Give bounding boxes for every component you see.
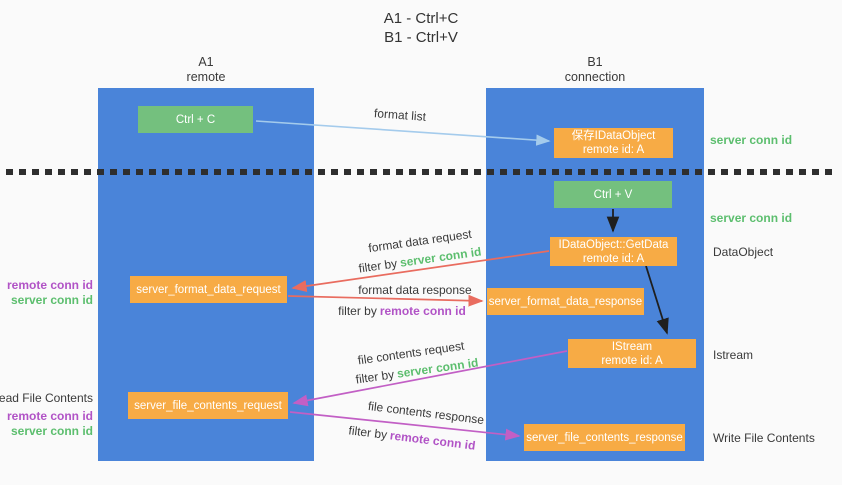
title-line-2: B1 - Ctrl+V	[384, 29, 458, 46]
annotation-read-file-contents: Read File Contents	[0, 391, 93, 405]
filter-by-prefix: filter by	[338, 304, 377, 318]
lane-header-b1: B1 connection	[486, 55, 704, 85]
lane-b1-subtitle: connection	[564, 70, 626, 84]
annotation-write-file-contents: Write File Contents	[713, 431, 815, 445]
title-line-1: A1 - Ctrl+C	[383, 10, 459, 27]
format-data-response-text: format data response	[358, 283, 472, 297]
node-save-idataobject-line1: 保存IDataObject	[571, 130, 656, 142]
node-idataobject-getdata: IDataObject::GetData remote id: A	[550, 237, 677, 266]
format-list-text: format list	[373, 106, 427, 124]
edge-filter-file-response: filter byremote conn id	[348, 423, 476, 452]
node-server-file-contents-request-label: server_file_contents_request	[134, 399, 282, 412]
file-contents-response-text: file contents response	[367, 398, 485, 428]
annotation-remote-conn-id-format: remote conn id	[6, 278, 93, 292]
annotation-server-conn-id-file: server conn id	[10, 424, 93, 438]
lane-a1-subtitle: remote	[186, 70, 226, 84]
node-save-idataobject-line2: remote id: A	[582, 144, 645, 156]
edge-label-format-list: format list	[374, 106, 427, 124]
diagram-title: A1 - Ctrl+C B1 - Ctrl+V	[0, 9, 842, 47]
node-server-file-contents-request: server_file_contents_request	[128, 392, 288, 419]
node-istream-line2: remote id: A	[601, 354, 663, 367]
node-server-format-data-request-label: server_format_data_request	[136, 283, 281, 296]
node-server-format-data-response-label: server_format_data_response	[488, 295, 643, 308]
phase-separator-dashed-line	[6, 169, 836, 175]
node-ctrl-v: Ctrl + V	[554, 181, 672, 208]
node-istream: IStream remote id: A	[568, 339, 696, 368]
lane-b1-name: B1	[587, 55, 603, 69]
lane-a1-name: A1	[198, 55, 214, 69]
annotation-dataobject: DataObject	[713, 245, 774, 259]
annotation-server-conn-id-format: server conn id	[10, 293, 93, 307]
filter-value-remote-conn-id: remote conn id	[379, 304, 466, 318]
annotation-remote-conn-id-file: remote conn id	[6, 409, 93, 423]
filter-by-prefix: filter by	[347, 423, 388, 442]
node-server-file-contents-response-label: server_file_contents_response	[526, 431, 683, 444]
node-idataobject-getdata-line1: IDataObject::GetData	[558, 238, 669, 251]
node-istream-line1: IStream	[611, 340, 653, 353]
annotation-server-conn-id-top: server conn id	[710, 133, 793, 147]
node-server-format-data-request: server_format_data_request	[130, 276, 287, 303]
edge-label-format-data-response: format data response	[358, 283, 471, 297]
lane-header-a1: A1 remote	[98, 55, 314, 85]
node-save-idataobject: 保存IDataObject remote id: A	[554, 128, 673, 158]
node-server-file-contents-response: server_file_contents_response	[524, 424, 685, 451]
filter-by-prefix: filter by	[357, 256, 399, 276]
node-idataobject-getdata-line2: remote id: A	[582, 252, 645, 265]
node-server-format-data-response: server_format_data_response	[487, 288, 644, 315]
filter-value-remote-conn-id: remote conn id	[389, 428, 477, 453]
filter-by-prefix: filter by	[354, 367, 396, 387]
node-ctrl-c-label: Ctrl + C	[175, 113, 216, 126]
annotation-istream: Istream	[713, 348, 754, 362]
edge-label-file-contents-response: file contents response	[367, 399, 485, 427]
node-ctrl-c: Ctrl + C	[138, 106, 253, 133]
annotation-server-conn-id-mid: server conn id	[710, 211, 793, 225]
node-ctrl-v-label: Ctrl + V	[593, 188, 633, 201]
